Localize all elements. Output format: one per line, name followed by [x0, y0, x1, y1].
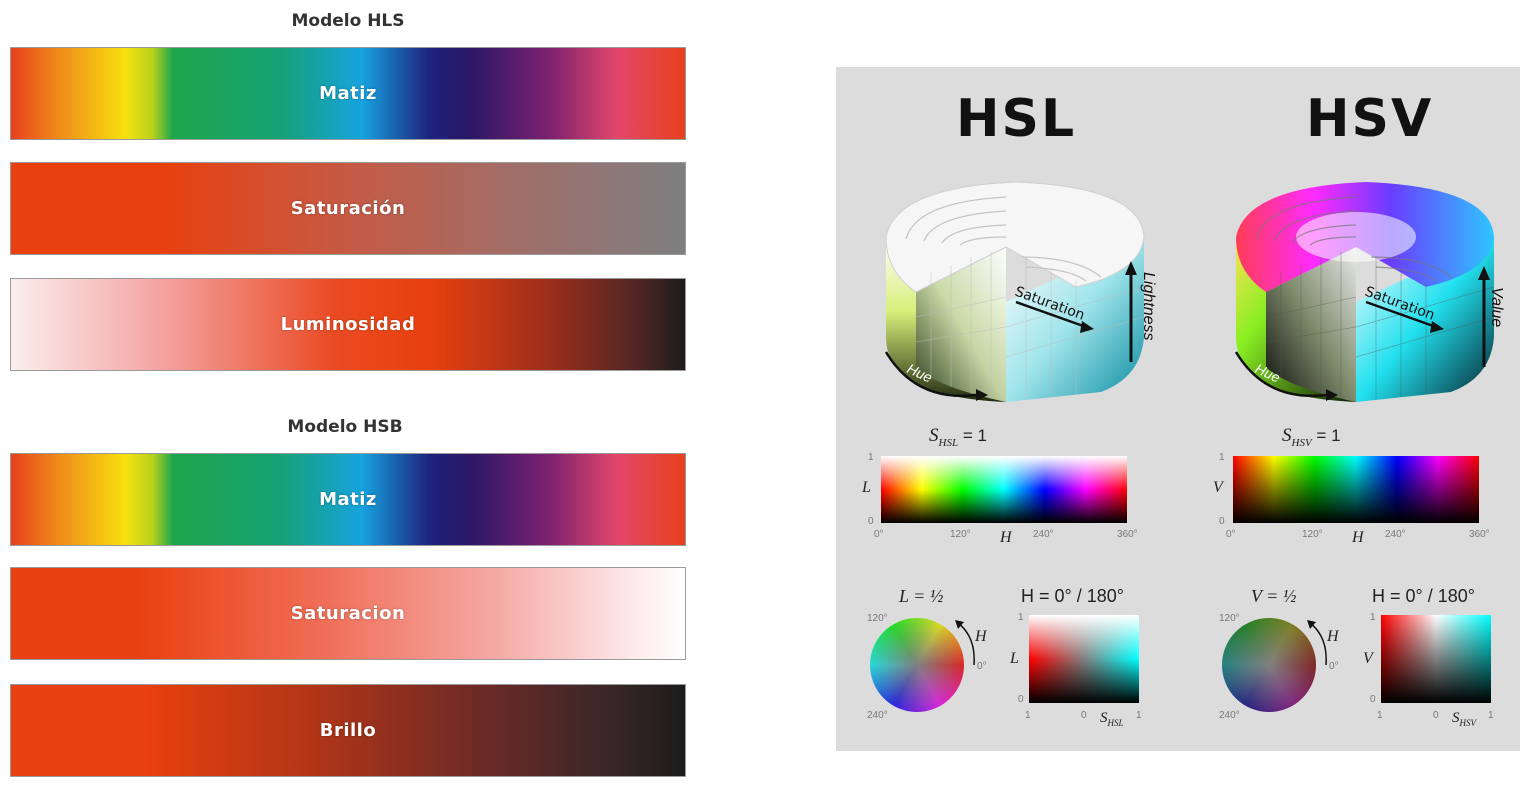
hsb-heading: Modelo HSB	[287, 417, 403, 437]
hsv-value-text: Value	[1488, 287, 1505, 327]
hsv-square-x-axis-s: S	[1452, 710, 1460, 726]
hsl-square-x-tick-left: 1	[1025, 710, 1031, 721]
hsv-title: HSV	[1306, 89, 1434, 149]
hsl-y-tick-top: 1	[868, 452, 874, 463]
hsl-hsv-panel: HSL HSV	[836, 67, 1520, 751]
hsl-slice-value: = 1	[962, 426, 987, 445]
hsv-square-x-tick-left: 1	[1377, 710, 1383, 721]
hsl-square-x-tick-mid: 0	[1081, 710, 1087, 721]
hsb-saturation-label: Saturacion	[290, 603, 406, 624]
hls-heading: Modelo HLS	[291, 11, 405, 31]
hsv-square-y-axis: V	[1363, 650, 1373, 667]
hsb-hue-label: Matiz	[319, 489, 377, 510]
hsv-wheel-arrow-label: H	[1327, 628, 1339, 645]
hls-lightness-label: Luminosidad	[280, 314, 416, 335]
hsv-y-tick-top: 1	[1219, 452, 1225, 463]
hsl-lightness-text: Lightness	[1140, 272, 1157, 341]
hsl-y-axis-label: L	[862, 479, 871, 496]
hsv-wheel-center	[1222, 618, 1316, 712]
hsl-x-tick-120: 120°	[950, 529, 971, 540]
hsv-x-tick-120: 120°	[1302, 529, 1323, 540]
hsv-square-y-tick-bottom: 0	[1370, 694, 1376, 705]
hsl-wheel-tick-240: 240°	[867, 710, 888, 721]
hsl-x-tick-360: 360°	[1117, 529, 1138, 540]
hls-hue-bar: Matiz	[10, 47, 686, 140]
hsl-title: HSL	[956, 89, 1077, 149]
hsb-brightness-bar: Brillo	[10, 684, 686, 777]
hsv-y-axis-label: V	[1213, 479, 1223, 496]
hsv-slice-value: = 1	[1316, 426, 1341, 445]
hsl-wheel-arrow-icon	[955, 620, 975, 666]
hsb-brightness-label: Brillo	[319, 720, 377, 741]
hsv-wheel-tick-0: 0°	[1329, 661, 1339, 672]
hsl-wheel-center	[870, 618, 964, 712]
hsv-y-tick-bottom: 0	[1219, 516, 1225, 527]
hsl-wheel-label: L = ½	[899, 586, 944, 606]
hsv-square-y-tick-top: 1	[1370, 612, 1376, 623]
hsv-spectrum	[1233, 456, 1479, 523]
hls-lightness-bar: Luminosidad	[10, 278, 686, 371]
hsl-y-tick-bottom: 0	[868, 516, 874, 527]
hsl-square-x-axis-s: S	[1100, 710, 1108, 726]
hsl-square-x-axis-sub: HSL	[1107, 718, 1124, 728]
hsb-saturation-bar: Saturacion	[10, 567, 686, 660]
hsl-slice-sub: HSL	[938, 436, 959, 449]
hsl-square-x-axis: SHSL	[1100, 710, 1124, 728]
hsl-spectrum	[881, 456, 1127, 523]
hsl-slice-s: S	[929, 425, 939, 446]
hsl-x-tick-240: 240°	[1033, 529, 1054, 540]
hsv-slice-title: SHSV = 1	[1282, 425, 1341, 449]
hsv-wheel-arrow-icon	[1307, 620, 1327, 666]
hsv-x-tick-240: 240°	[1385, 529, 1406, 540]
hsl-square	[1029, 615, 1139, 703]
hsl-square-y-axis: L	[1010, 650, 1019, 667]
hsv-x-tick-360: 360°	[1469, 529, 1490, 540]
hls-saturation-bar: Saturación	[10, 162, 686, 255]
hsv-wheel-label: V = ½	[1251, 586, 1297, 606]
hsv-square-x-axis-sub: HSV	[1459, 718, 1477, 728]
hsl-x-axis-label: H	[1000, 529, 1012, 546]
hsl-square-y-tick-top: 1	[1018, 612, 1024, 623]
hsv-x-tick-0: 0°	[1226, 529, 1236, 540]
hsv-wheel-tick-240: 240°	[1219, 710, 1240, 721]
hsl-x-tick-0: 0°	[874, 529, 884, 540]
hsv-square-x-tick-right: 1	[1488, 710, 1494, 721]
hsl-square-x-tick-right: 1	[1136, 710, 1142, 721]
hsv-square-label: H = 0° / 180°	[1372, 586, 1475, 606]
hsl-slice-title: SHSL = 1	[929, 425, 987, 449]
hsv-wheel-tick-120: 120°	[1219, 613, 1240, 624]
hsl-wheel-arrow-label: H	[975, 628, 987, 645]
hsv-x-axis-label: H	[1352, 529, 1364, 546]
hls-hue-label: Matiz	[319, 83, 377, 104]
hsv-square-x-tick-mid: 0	[1433, 710, 1439, 721]
hsl-wheel-tick-120: 120°	[867, 613, 888, 624]
hsl-wheel-tick-0: 0°	[977, 661, 987, 672]
hsb-hue-bar: Matiz	[10, 453, 686, 546]
hsl-square-label: H = 0° / 180°	[1021, 586, 1124, 606]
hls-saturation-label: Saturación	[290, 198, 406, 219]
hsv-cylinder: Hue Saturation Value	[1234, 182, 1505, 402]
hsv-square	[1381, 615, 1491, 703]
hsv-slice-sub: HSV	[1291, 436, 1312, 449]
hsv-square-x-axis: SHSV	[1452, 710, 1476, 728]
hsv-slice-s: S	[1282, 425, 1292, 446]
hsl-square-y-tick-bottom: 0	[1018, 694, 1024, 705]
hsl-cylinder: Hue Saturation Lightness	[884, 181, 1157, 402]
